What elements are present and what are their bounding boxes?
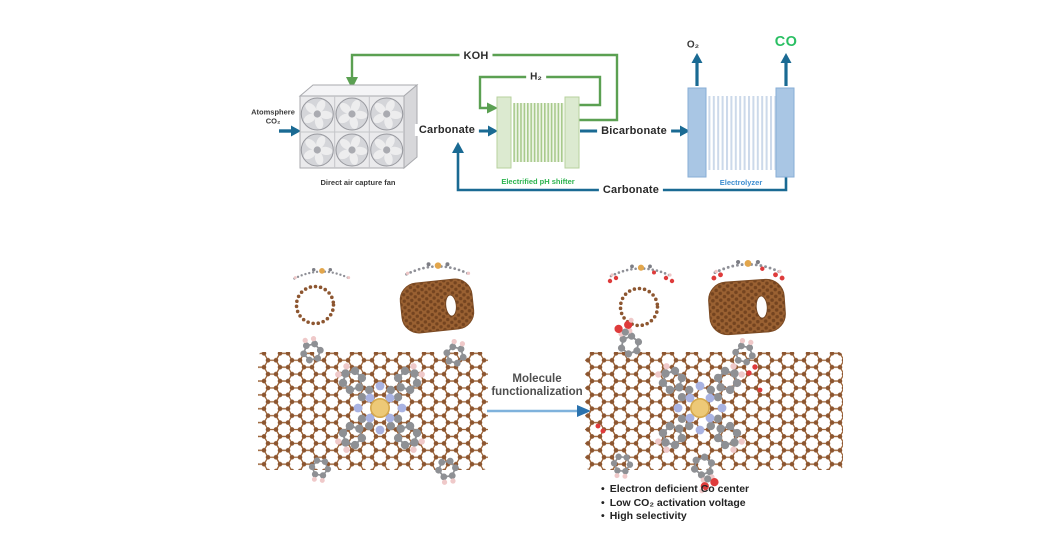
fan-icon — [335, 133, 369, 167]
electrolyzer-label: Electrolyzer — [719, 177, 763, 187]
functionalization-label: Molecule functionalization — [491, 373, 582, 399]
co2-input-arrow — [279, 125, 301, 137]
bullet-dot: • — [601, 483, 605, 495]
pristine-side-view-molecule — [292, 260, 472, 281]
fan-icon — [370, 133, 404, 167]
nanotube-cross-section — [294, 284, 336, 326]
h2-label: H₂ — [526, 71, 546, 83]
fan-icon — [370, 97, 404, 131]
atmosphere-co2-label: Atomsphere CO₂ — [251, 107, 295, 126]
electrolyzer-cell-graphic — [687, 87, 795, 178]
functionalization-arrow — [487, 405, 591, 417]
o2-output-arrow — [691, 53, 703, 86]
nanotube-3d — [706, 277, 788, 337]
bullet-text: Electron deficient Co center — [609, 483, 750, 495]
fan-icon — [300, 97, 334, 131]
bullet-text: Low CO₂ activation voltage — [609, 496, 746, 509]
carbonate-return-label: Carbonate — [598, 184, 664, 196]
ph-shifter-label: Electrified pH shifter — [501, 176, 575, 186]
ph-shifter-cell-graphic — [496, 96, 580, 169]
carbonate-in-label: Carbonate — [414, 124, 480, 136]
dac-fan-label: Direct air capture fan — [320, 177, 396, 187]
atmosphere-co2-line1: Atomsphere — [251, 107, 295, 117]
koh-arrowhead-icon — [346, 77, 358, 89]
carboxyl-oxygen-atoms — [595, 364, 763, 434]
benefit-bullet-list: • Electron deficient Co center • Low CO₂ a… — [601, 483, 749, 524]
bullet-dot: • — [601, 510, 605, 522]
bullet-item: • Low CO₂ activation voltage — [601, 497, 749, 511]
h2-arrowhead-icon — [487, 102, 498, 114]
co-label: CO — [774, 34, 798, 50]
bullet-item: • Electron deficient Co center — [601, 483, 749, 497]
dac-fan-unit-graphic — [298, 83, 419, 170]
functionalization-label-line2: functionalization — [491, 386, 583, 398]
bullet-item: • High selectivity — [601, 510, 749, 524]
atmosphere-co2-line2: CO₂ — [265, 116, 281, 125]
bullet-text: High selectivity — [609, 510, 687, 522]
koh-recycle-line — [346, 53, 619, 122]
nanotube-cross-section — [618, 286, 660, 328]
functionalized-nanotube-lattice — [585, 317, 843, 494]
functionalization-label-line1: Molecule — [512, 373, 562, 385]
bullet-dot: • — [601, 496, 605, 509]
o2-label: O₂ — [686, 39, 700, 51]
pristine-nanotube-lattice — [258, 333, 488, 487]
nanotube-3d — [398, 276, 476, 336]
fan-icon — [300, 133, 334, 167]
bicarbonate-label: Bicarbonate — [597, 125, 671, 137]
koh-label: KOH — [459, 50, 493, 62]
fan-icon — [335, 97, 369, 131]
return-arrowhead-icon — [452, 142, 464, 153]
co-output-arrow — [780, 53, 792, 86]
